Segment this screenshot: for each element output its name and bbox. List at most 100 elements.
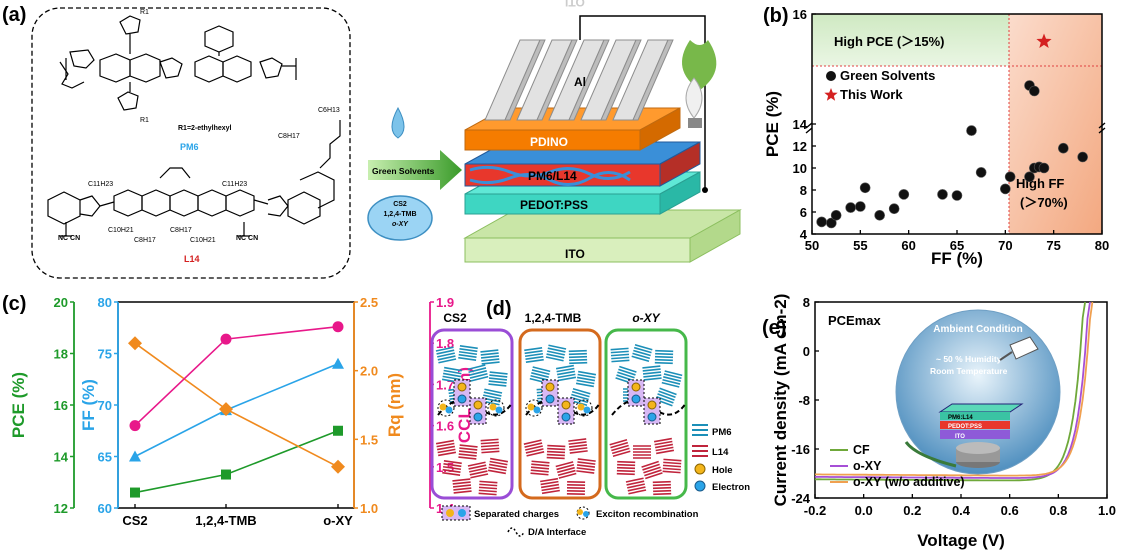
stack-line: [546, 353, 565, 359]
stack-line: [547, 447, 566, 451]
stack-line: [480, 349, 499, 353]
stack-line: [643, 374, 662, 378]
b-point-5: [859, 182, 871, 194]
stack-line: [436, 442, 455, 448]
stack-line: [531, 369, 550, 376]
stack-line: [611, 359, 630, 363]
stack-line: [645, 472, 663, 480]
stack-line: [617, 371, 635, 379]
e-curve-2: [815, 301, 1094, 477]
stack-line: [577, 458, 596, 462]
hole-marker: [545, 382, 555, 392]
stack-line: [663, 376, 681, 382]
molecular-stack: [442, 460, 462, 476]
b-point-4: [855, 201, 866, 212]
b-point-13: [1000, 183, 1011, 195]
pm6-side-chain: R1=2-ethylhexyl: [178, 125, 232, 132]
b-point-2: [830, 210, 842, 221]
c-series-0-point-0: [130, 487, 140, 498]
c-axis-3-label-2: 1.6: [436, 419, 454, 434]
c-axis-2-label-0: 1.0: [360, 501, 378, 516]
molecular-stack: [555, 461, 577, 479]
hole-marker: [457, 382, 467, 392]
molecular-stack: [661, 370, 683, 388]
b-point-15: [1024, 171, 1035, 183]
stack-line: [541, 486, 560, 492]
molecular-stack: [488, 371, 508, 387]
molecular-stack: [487, 457, 509, 475]
stack-line: [525, 445, 543, 451]
stack-line: [458, 350, 478, 356]
stack-line: [481, 361, 500, 365]
c-series-2-point-1: [219, 402, 233, 417]
l14-chain-8: C8H17: [278, 133, 300, 140]
stack-line: [524, 347, 543, 352]
e-xtick-label-1: 0.0: [855, 503, 873, 518]
c-axis-0-label-2: 16: [54, 398, 68, 413]
molecular-stack: [435, 346, 457, 364]
inset-temperature: Room Temperature: [930, 366, 1008, 376]
stack-line: [664, 370, 683, 377]
c-axis-1-label-4: 80: [98, 295, 112, 310]
stack-line: [547, 347, 566, 353]
stack-line: [644, 469, 662, 477]
stack-line: [531, 463, 550, 467]
exciton-electron: [445, 406, 453, 414]
legend-oxy: o-XY: [853, 459, 882, 473]
stack-line: [531, 372, 549, 378]
exciton-hole: [577, 403, 585, 411]
stack-line: [490, 457, 509, 463]
legend-this-work: This Work: [840, 87, 903, 102]
stack-line: [568, 441, 587, 445]
l14-chain-4: C8H17: [134, 237, 156, 244]
stack-line: [479, 483, 498, 487]
stack-line: [634, 343, 653, 351]
l14-cn-right: NC CN: [236, 235, 258, 242]
b-point-1: [826, 217, 837, 229]
b-ytick-label-3: 10: [793, 161, 807, 176]
hole-marker: [561, 400, 571, 410]
inset-layer-2: PEDOT:PSS: [948, 424, 982, 430]
stack-line: [652, 483, 671, 487]
pm6-r1-top: R1: [140, 9, 149, 16]
stack-line: [487, 469, 506, 475]
c-axis-1-label-1: 65: [98, 450, 112, 465]
stack-line: [481, 447, 500, 451]
molecular-stack: [480, 349, 500, 365]
l14-chain-6: C10H21: [190, 237, 216, 244]
b-point-10: [951, 190, 963, 201]
c-axis-0-label-4: 20: [54, 295, 68, 310]
stack-line: [453, 490, 472, 494]
hole-marker: [473, 400, 483, 410]
stack-line: [619, 365, 637, 373]
exciton-electron: [583, 406, 591, 414]
stack-line: [662, 470, 681, 474]
stack-line: [568, 349, 587, 353]
stack-line: [532, 366, 551, 373]
pm6-r1-bottom: R1: [140, 117, 149, 124]
stack-line: [436, 445, 456, 451]
stack-line: [653, 437, 672, 443]
l14-label: L14: [184, 254, 200, 264]
stack-line: [655, 352, 674, 356]
high-ff-region: [1009, 14, 1102, 234]
stack-line: [546, 450, 566, 454]
stack-line: [643, 466, 661, 474]
stack-line: [555, 461, 574, 468]
solvent-3: o-XY: [392, 221, 409, 228]
stack-line: [452, 478, 471, 482]
c-axis-1-label-3: 75: [98, 347, 112, 362]
stack-line: [654, 355, 674, 359]
c-axis-1-label-2: 70: [98, 398, 112, 413]
l14-chain-2: C11H23: [222, 181, 247, 188]
pce-max-label: PCEmax: [828, 313, 882, 328]
molecule-frame: [31, 7, 351, 279]
molecular-stack: [633, 445, 651, 459]
stack-line: [571, 393, 589, 401]
stack-line: [556, 464, 575, 471]
stack-line: [569, 450, 588, 454]
b-ytick-label-1: 6: [800, 205, 807, 220]
stack-line: [436, 349, 455, 355]
c-axis-2-label-2: 2.0: [360, 364, 378, 379]
molecular-stack: [452, 478, 472, 494]
